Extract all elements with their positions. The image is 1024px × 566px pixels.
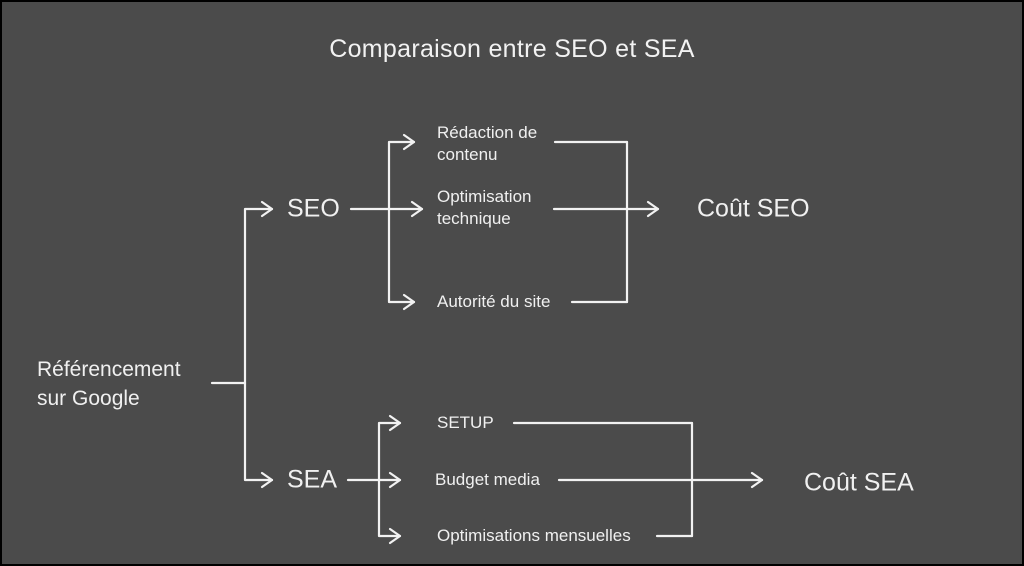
node-optimisations-mensuelles: Optimisations mensuelles — [437, 526, 631, 545]
node-seo: SEO — [287, 194, 340, 223]
arrow-trunk-to-seo — [243, 200, 274, 385]
node-cout-sea: Coût SEA — [804, 468, 914, 497]
arrow-sea-to-optimisations-mensuelles — [377, 478, 402, 545]
node-sea: SEA — [287, 465, 338, 494]
arrow-seo-to-autorite-site — [387, 207, 416, 311]
node-cout-seo: Coût SEO — [697, 194, 810, 223]
node-redaction-contenu: Rédaction de contenu — [437, 123, 538, 164]
arrow-sea-to-setup — [377, 414, 402, 482]
node-autorite-site: Autorité du site — [437, 292, 551, 311]
diagram-title: Comparaison entre SEO et SEA — [329, 35, 695, 63]
node-budget-media: Budget media — [435, 470, 540, 489]
node-referencement-sur-google: Référencement sur Google — [37, 358, 181, 410]
arrow-trunk-to-sea — [243, 381, 274, 489]
node-optimisation-technique: Optimisation technique — [437, 187, 532, 228]
arrow-seo-to-redaction-contenu — [387, 133, 416, 211]
node-setup: SETUP — [437, 413, 494, 432]
